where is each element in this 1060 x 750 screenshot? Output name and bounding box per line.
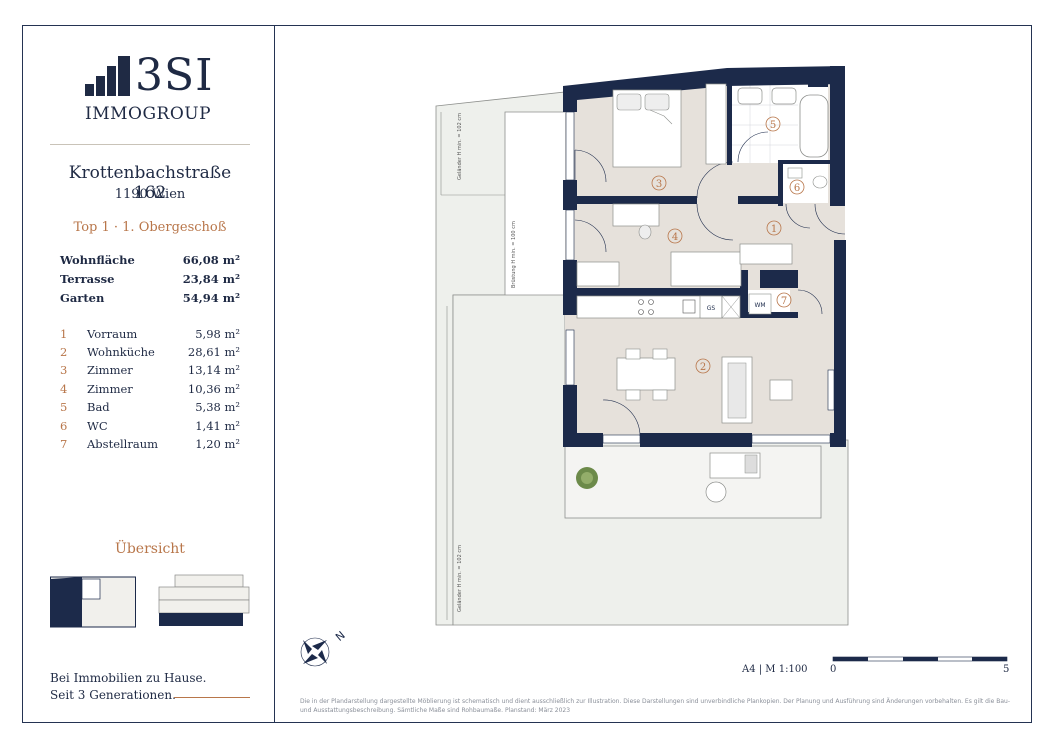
scale-start: 0 xyxy=(830,664,837,675)
railing-label-bottom: Geländer H min. = 102 cm xyxy=(457,545,463,612)
scale-bar xyxy=(832,656,1008,662)
north-label: N xyxy=(333,629,348,644)
room-number: 3 xyxy=(60,363,68,377)
railing-label-top: Geländer H min. = 102 cm xyxy=(457,113,463,180)
area-value: 66,08 m² xyxy=(182,253,240,267)
overview-section-key xyxy=(158,574,250,626)
area-label: Wohnfläche xyxy=(60,253,135,267)
scale-end: 5 xyxy=(1003,664,1010,675)
area-row: Wohnfläche 66,08 m² xyxy=(60,253,240,267)
area-value: 23,84 m² xyxy=(182,272,240,286)
room-marker-1: 1 xyxy=(771,224,777,235)
logo-brand: 3SI xyxy=(135,50,214,101)
room-marker-5: 5 xyxy=(770,120,776,131)
page-frame xyxy=(22,25,1032,723)
room-number: 5 xyxy=(60,400,68,414)
area-label: Terrasse xyxy=(60,272,115,286)
room-number: 1 xyxy=(60,327,68,341)
room-label: Wohnküche xyxy=(87,345,155,359)
room-marker-2: 2 xyxy=(700,362,706,373)
tagline-line-1: Bei Immobilien zu Hause. xyxy=(50,671,207,685)
room-area: 1,20 m² xyxy=(195,437,240,451)
room-area: 13,14 m² xyxy=(187,363,240,377)
area-label: Garten xyxy=(60,291,105,305)
room-number: 7 xyxy=(60,437,68,451)
appliance-label-gs: GS xyxy=(707,305,716,312)
room-number: 2 xyxy=(60,345,68,359)
room-marker-7: 7 xyxy=(781,296,787,307)
tagline-line-2: Seit 3 Generationen. xyxy=(50,688,176,702)
scale-label: A4 | M 1:100 xyxy=(742,664,808,675)
room-area: 5,98 m² xyxy=(195,327,240,341)
overview-floor-key xyxy=(50,576,136,628)
city: 1190 Wien xyxy=(114,187,186,202)
room-label: Bad xyxy=(87,400,110,414)
walls xyxy=(563,66,846,447)
appliance-label-wm: WM xyxy=(754,302,765,309)
room-number: 6 xyxy=(60,419,68,433)
room-label: Zimmer xyxy=(87,363,133,377)
room-area: 10,36 m² xyxy=(187,382,240,396)
room-label: Zimmer xyxy=(87,382,133,396)
disclaimer: Die in der Plandarstellung dargestellte … xyxy=(300,698,1010,714)
company-logo: 3SI IMMOGROUP xyxy=(85,50,225,126)
area-row: Garten 54,94 m² xyxy=(60,291,240,305)
room-label: Vorraum xyxy=(87,327,138,341)
header-rule xyxy=(50,144,250,145)
overview-title: Übersicht xyxy=(115,541,185,557)
room-number: 4 xyxy=(60,382,68,396)
room-marker-3: 3 xyxy=(656,179,662,190)
room-marker-4: 4 xyxy=(672,232,678,243)
unit-floor: Top 1 · 1. Obergeschoß xyxy=(73,220,227,235)
logo-subtitle: IMMOGROUP xyxy=(85,104,212,124)
room-area: 28,61 m² xyxy=(187,345,240,359)
logo-bars-icon xyxy=(85,56,130,96)
tagline-rule xyxy=(174,697,250,698)
room-label: WC xyxy=(87,419,108,433)
room-marker-6: 6 xyxy=(794,183,800,194)
terrace-area xyxy=(564,445,822,519)
area-value: 54,94 m² xyxy=(182,291,240,305)
railing-label-mid: Brüstung H min. = 100 cm xyxy=(511,221,517,288)
compass-icon: N xyxy=(300,629,348,667)
room-area: 5,38 m² xyxy=(195,400,240,414)
panel-divider xyxy=(274,25,275,723)
room-area: 1,41 m² xyxy=(195,419,240,433)
room-label: Abstellraum xyxy=(87,437,159,451)
area-row: Terrasse 23,84 m² xyxy=(60,272,240,286)
street-address: Krottenbachstraße 162 xyxy=(68,163,232,203)
floor-plan: GS WM 5 3 6 1 4 2 7 Geländer H min. = 10… xyxy=(300,66,1008,667)
